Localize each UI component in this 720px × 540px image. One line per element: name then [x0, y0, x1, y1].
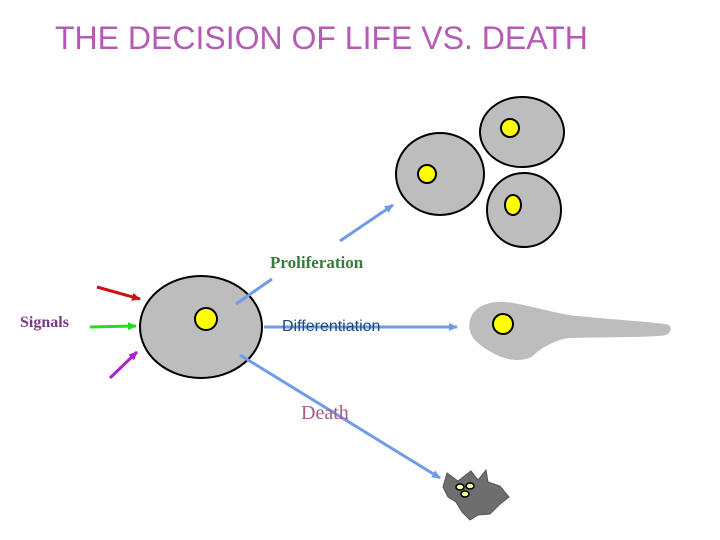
signal-arrow-red [96, 285, 141, 301]
death-label: Death [301, 402, 349, 424]
proliferation-arrow-upper [339, 203, 394, 243]
nucleus [492, 313, 514, 335]
nucleus [504, 194, 522, 216]
dead-cell [442, 468, 510, 521]
nucleus [194, 307, 218, 331]
proliferation-label: Proliferation [270, 253, 364, 272]
nucleus [417, 164, 437, 184]
signal-arrow-green [89, 322, 137, 331]
slide-title: THE DECISION OF LIFE VS. DEATH [55, 20, 588, 56]
nucleus [500, 118, 520, 138]
daughter-cell-bottom [486, 172, 562, 248]
fragment [460, 490, 470, 498]
signal-arrow-purple [108, 350, 139, 380]
differentiation-label: Differentiation [282, 318, 381, 335]
daughter-cell-left [395, 132, 485, 216]
fragment [455, 483, 465, 491]
fragment [465, 482, 475, 490]
central-cell [139, 275, 263, 379]
signals-label: Signals [20, 314, 69, 331]
daughter-cell-top [479, 96, 565, 168]
death-arrow [239, 353, 441, 480]
proliferation-arrow-lower [235, 277, 273, 306]
differentiated-cell [469, 301, 671, 360]
